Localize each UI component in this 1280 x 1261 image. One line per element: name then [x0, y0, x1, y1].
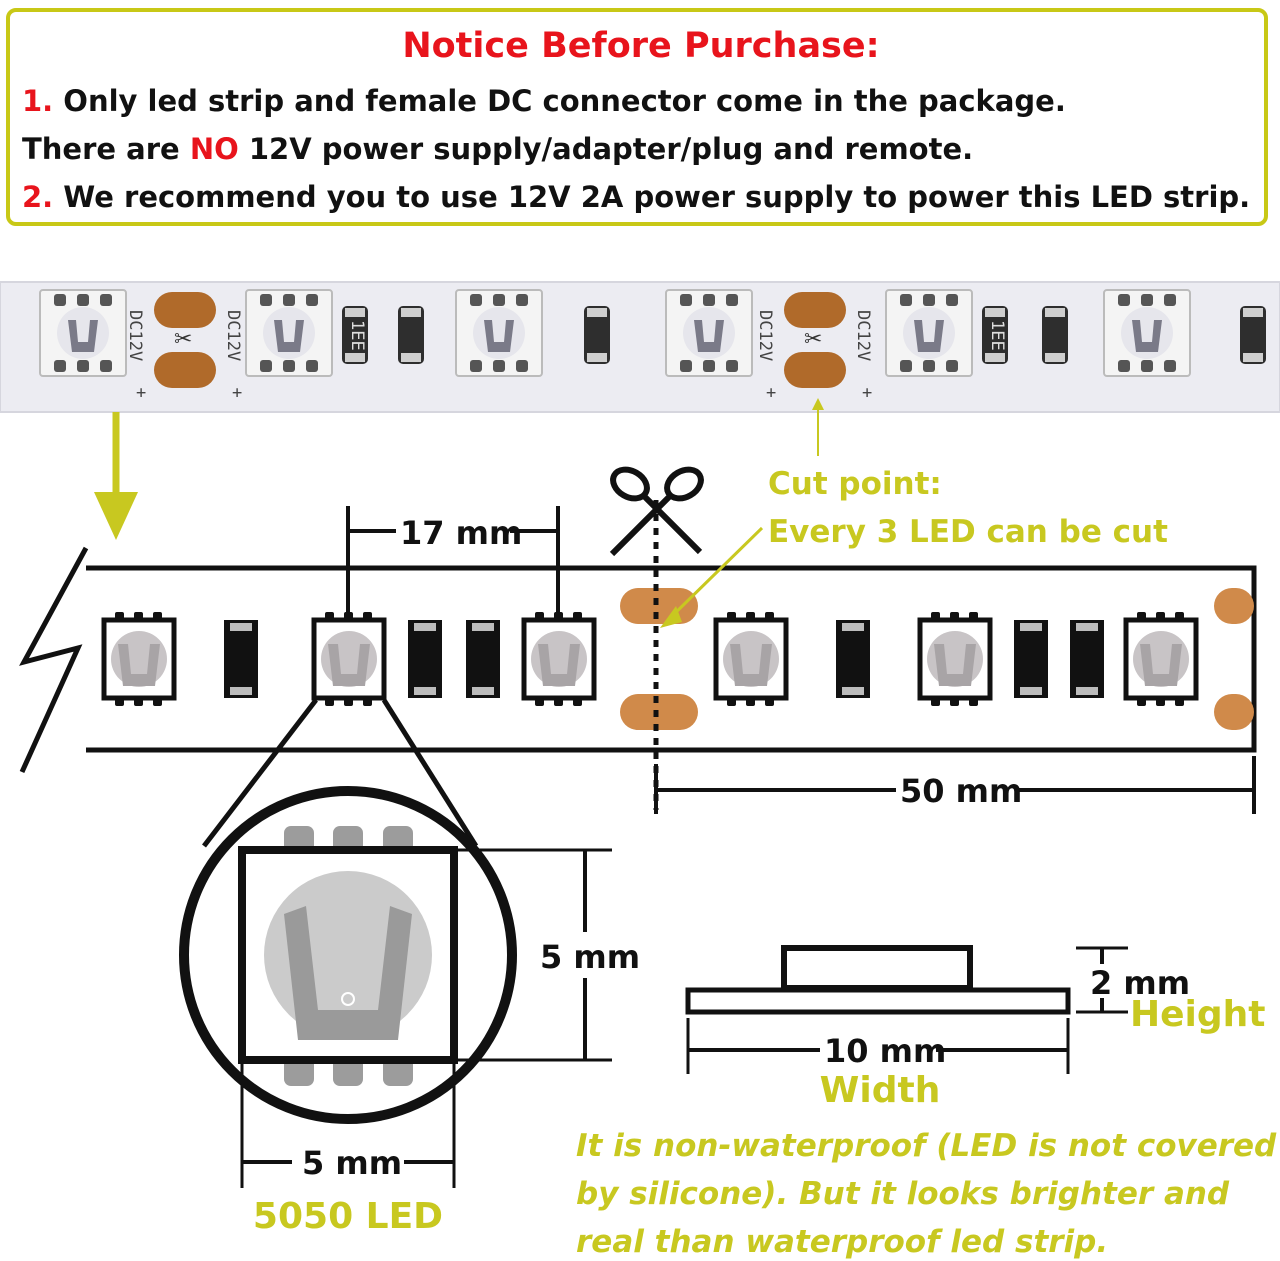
photo-led-6 [1103, 289, 1191, 377]
photo-resistor-code-2: 1EE [987, 320, 1007, 351]
zoom-cone-right [381, 698, 479, 848]
photo-plus-4: + [862, 383, 872, 403]
notice-number-2: 2. [22, 180, 54, 214]
strip-height-dimension: 2 mm [1076, 946, 1190, 1014]
notice-box: Notice Before Purchase: 1. Only led stri… [6, 8, 1268, 226]
notice-number-1: 1. [22, 84, 54, 118]
pitch-label: 17 mm [400, 514, 522, 552]
photo-pad-2 [154, 352, 216, 388]
photo-pad-3 [784, 292, 846, 328]
photo-led-3 [455, 289, 543, 377]
height-label: Height [1130, 994, 1266, 1035]
strip-height-label: 2 mm [1090, 964, 1190, 1002]
width-label: Width [820, 1070, 941, 1111]
photo-led-1 [39, 289, 127, 377]
segment-dimension: 50 mm [654, 756, 1256, 814]
diagram-pad-top [620, 588, 698, 624]
photo-scissor-mark-1: ✂ [174, 327, 192, 352]
cut-rule-label: Every 3 LED can be cut [768, 514, 1168, 550]
photo-plus-2: + [232, 383, 242, 403]
photo-pad-4 [784, 352, 846, 388]
notice-text-2-post: 12V power supply/adapter/plug and remote… [238, 132, 974, 166]
led-width-label: 5 mm [302, 1144, 402, 1182]
photo-plus-1: + [136, 383, 146, 403]
notice-text-1: Only led strip and female DC connector c… [53, 84, 1066, 118]
photo-led-5 [885, 289, 973, 377]
diagram-pad-top-right [1214, 588, 1254, 624]
description-line-3: real than waterproof led strip. [576, 1224, 1108, 1260]
diagram-led-1 [104, 612, 174, 706]
diagram-led-3 [524, 612, 594, 706]
cut-label-arrowhead [660, 606, 682, 628]
diagram-pad-bottom [620, 694, 698, 730]
photo-scissor-mark-2: ✂ [804, 327, 822, 352]
notice-line-2: There are NO 12V power supply/adapter/pl… [22, 132, 973, 166]
photo-resistor-code-1: 1EE [347, 320, 367, 351]
diagram-resistor-1 [224, 620, 258, 698]
cut-point-label: Cut point: [768, 466, 942, 502]
zoom-cone-left [202, 698, 318, 848]
description-line-1: It is non-waterproof (LED is not covered [576, 1128, 1277, 1164]
notice-title: Notice Before Purchase: [402, 26, 880, 66]
photo-led-4 [665, 289, 753, 377]
diagram-led-4 [716, 612, 786, 706]
segment-label: 50 mm [900, 772, 1022, 810]
magnified-led [179, 786, 517, 1124]
photo-resistor-2 [398, 306, 424, 364]
notice-line-3: 2. We recommend you to use 12V 2A power … [22, 180, 1250, 214]
diagram-resistor-4 [836, 620, 870, 698]
photo-dc-label-4: DC12V [853, 310, 873, 361]
strip-width-dimension: 10 mm [686, 1018, 1070, 1074]
led-height-label: 5 mm [540, 938, 640, 976]
photo-resistor-6 [1240, 306, 1266, 364]
photo-dc-label-1: DC12V [125, 310, 145, 361]
strip-cross-section [685, 945, 1071, 1015]
cut-label-leader [666, 526, 764, 622]
photo-resistor-3 [584, 306, 610, 364]
photo-dc-label-2: DC12V [223, 310, 243, 361]
cut-pointer-head [812, 398, 824, 410]
description-line-2: by silicone). But it looks brighter and [576, 1176, 1230, 1212]
led-strip-photo: ✂ ✂ DC12V DC12V DC12V DC12V + + + + 1EE … [0, 281, 1280, 413]
photo-resistor-5 [1042, 306, 1068, 364]
diagram-led-2 [314, 612, 384, 706]
diagram-resistor-5 [1014, 620, 1048, 698]
photo-pad-1 [154, 292, 216, 328]
diagram-led-5 [920, 612, 990, 706]
notice-text-2-pre: There are [22, 132, 190, 166]
led-width-dimension: 5 mm [240, 1064, 456, 1188]
notice-text-3: We recommend you to use 12V 2A power sup… [53, 180, 1251, 214]
zoom-arrow [94, 412, 138, 540]
photo-plus-3: + [766, 383, 776, 403]
notice-no-word: NO [189, 132, 239, 166]
photo-led-2 [245, 289, 333, 377]
led-type-label: 5050 LED [253, 1196, 443, 1237]
diagram-resistor-6 [1070, 620, 1104, 698]
notice-line-1: 1. Only led strip and female DC connecto… [22, 84, 1066, 118]
led-height-dimension: 5 mm [458, 848, 640, 1062]
diagram-pad-bottom-right [1214, 694, 1254, 730]
strip-width-label: 10 mm [824, 1032, 946, 1070]
diagram-resistor-2 [408, 620, 442, 698]
scissors-icon [609, 466, 704, 557]
pitch-dimension: 17 mm [346, 506, 560, 612]
diagram-led-6 [1126, 612, 1196, 706]
diagram-resistor-3 [466, 620, 500, 698]
photo-dc-label-3: DC12V [755, 310, 775, 361]
